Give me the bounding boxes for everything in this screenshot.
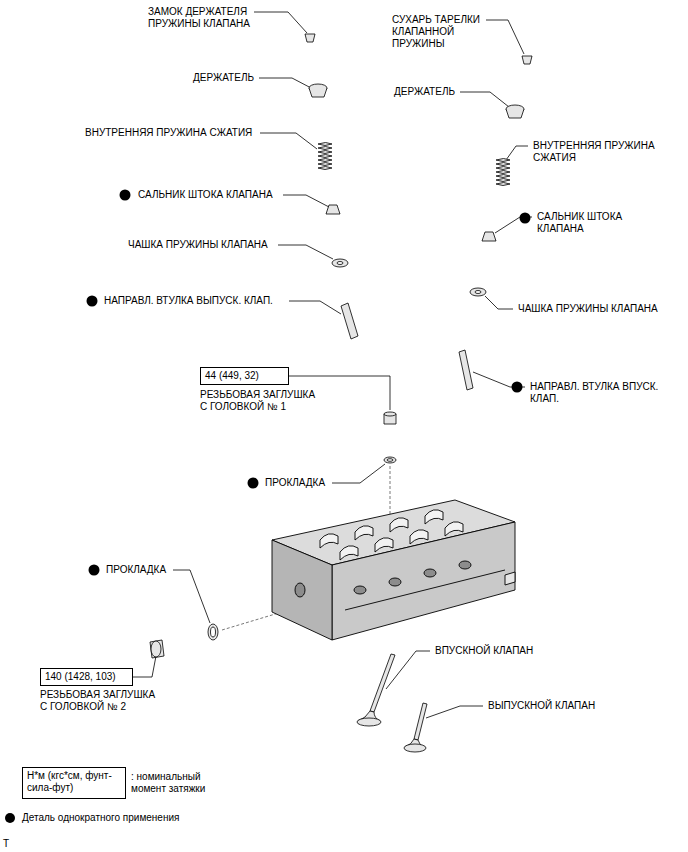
part-label: САЛЬНИК ШТОКА КЛАПАНА <box>138 189 273 201</box>
leader-lines-part <box>259 78 313 89</box>
cylinder-head-part-part <box>445 522 463 536</box>
one-time-part-dots-part <box>120 190 131 201</box>
valves-part <box>404 744 426 752</box>
small-parts-part <box>318 143 332 170</box>
small-parts-part <box>496 159 510 186</box>
part-label: ЧАШКА ПРУЖИНЫ КЛАПАНА <box>518 303 658 315</box>
part-label: НАПРАВЛ. ВТУЛКА ВЫПУСК. КЛАП. <box>104 295 273 307</box>
part-label: РЕЗЬБОВАЯ ЗАГЛУШКА С ГОЛОВКОЙ № 1 <box>200 389 322 413</box>
small-parts-part <box>459 350 473 390</box>
cylinder-head-part <box>345 570 505 610</box>
part-label: ЧАШКА ПРУЖИНЫ КЛАПАНА <box>128 239 268 251</box>
small-parts-part <box>506 109 524 118</box>
cylinder-head-part-part <box>390 518 408 532</box>
leader-lines-part <box>254 12 307 33</box>
part-label: ВНУТРЕННЯЯ ПРУЖИНА СЖАТИЯ <box>85 127 252 139</box>
torque-box: 44 (449, 32) <box>200 367 289 385</box>
part-label: ПРОКЛАДКА <box>265 477 325 489</box>
part-label: ПРОКЛАДКА <box>106 564 166 576</box>
figure-code: T <box>3 838 9 850</box>
part-label: РЕЗЬБОВАЯ ЗАГЛУШКА С ГОЛОВКОЙ № 2 <box>40 689 162 713</box>
cylinder-head-part-part <box>354 586 366 594</box>
cylinder-head-part-part <box>340 546 358 560</box>
small-parts-part <box>475 291 481 294</box>
one-time-part-dots-part <box>512 382 523 393</box>
small-parts-part <box>332 259 348 267</box>
part-label: ЗАМОК ДЕРЖАТЕЛЯ ПРУЖИНЫ КЛАПАНА <box>148 6 288 30</box>
cylinder-head-part <box>505 572 515 585</box>
cylinder-head-part-part <box>355 526 373 540</box>
small-parts-part <box>305 34 315 42</box>
small-parts-part <box>211 627 216 637</box>
leader-lines <box>133 12 532 718</box>
small-parts-part <box>150 640 164 658</box>
valves-part <box>357 718 381 726</box>
leader-lines-part <box>283 195 329 207</box>
leader-lines-part <box>260 133 317 149</box>
small-parts-part <box>384 412 396 416</box>
legend-text: Деталь однократного применения <box>22 812 179 824</box>
cylinder-head-part-part <box>389 578 401 586</box>
leader-lines-part <box>133 656 156 677</box>
part-label: ВЫПУСКНОЙ КЛАПАН <box>488 700 595 712</box>
dashed-lines-part <box>222 612 282 630</box>
part-label: САЛЬНИК ШТОКА КЛАПАНА <box>537 211 647 235</box>
one-time-part-dots-part <box>87 296 98 307</box>
small-parts-part <box>482 232 496 241</box>
legend-text: : номинальный момент затяжки <box>131 771 226 795</box>
one-time-part-dots-part <box>89 565 100 576</box>
leader-lines-part <box>460 92 509 107</box>
leader-lines-part <box>486 20 524 54</box>
small-parts-part <box>470 288 486 296</box>
leader-lines-part <box>289 301 341 314</box>
small-parts-part <box>384 457 396 463</box>
leader-lines-part <box>426 706 483 718</box>
part-label: ДЕРЖАТЕЛЬ <box>193 72 254 84</box>
cylinder-head-part-part <box>375 538 393 552</box>
small-parts-part <box>341 303 358 339</box>
valves-part <box>414 703 427 740</box>
valves <box>357 654 427 752</box>
torque-value: 44 (449, 32) <box>205 370 259 381</box>
one-time-part-dots-part <box>248 478 259 489</box>
cylinder-head-part-part <box>410 530 428 544</box>
small-parts-part <box>309 88 327 97</box>
small-parts-part <box>208 624 218 640</box>
cylinder-head-part <box>320 510 463 560</box>
small-parts-part <box>326 205 340 214</box>
small-parts-part <box>151 641 161 657</box>
legend-torque-box: Н*м (кгс*см, фунт-сила-фут) <box>22 767 126 799</box>
leader-lines-part <box>485 296 513 309</box>
one-time-part-dots-part <box>520 213 531 224</box>
small-parts-part <box>337 262 343 265</box>
leader-lines-part <box>278 245 333 259</box>
part-label: ВНУТРЕННЯЯ ПРУЖИНА СЖАТИЯ <box>533 140 673 164</box>
leader-lines-part <box>506 146 528 160</box>
cylinder-head-part-part <box>424 569 436 577</box>
cylinder-head-part-part <box>295 583 305 597</box>
torque-value: Н*м (кгс*см, фунт-сила-фут) <box>27 770 112 793</box>
small-parts-part <box>522 56 532 64</box>
cylinder-head-part-part <box>320 534 338 548</box>
cylinder-head <box>272 500 515 640</box>
leader-lines-part <box>173 570 210 623</box>
part-label: ВПУСКНОЙ КЛАПАН <box>435 645 533 657</box>
valves-part <box>370 654 395 712</box>
legend-dot <box>5 813 15 823</box>
torque-value: 140 (1428, 103) <box>45 671 116 682</box>
leader-lines-part <box>332 464 385 483</box>
cylinder-head-part <box>272 540 332 640</box>
part-label: СУХАРЬ ТАРЕЛКИ КЛАПАННОЙ ПРУЖИНЫ <box>392 14 502 50</box>
small-parts-part <box>387 459 393 462</box>
part-label: ДЕРЖАТЕЛЬ <box>394 86 455 98</box>
one-time-part-dots <box>87 190 531 576</box>
part-label: НАПРАВЛ. ВТУЛКА ВПУСК. КЛАП. <box>530 381 675 405</box>
cylinder-head-part <box>332 522 515 640</box>
cylinder-head-part-part <box>459 561 471 569</box>
torque-box: 140 (1428, 103) <box>40 668 133 686</box>
cylinder-head-part-part <box>425 510 443 524</box>
cylinder-head-part <box>295 561 471 597</box>
